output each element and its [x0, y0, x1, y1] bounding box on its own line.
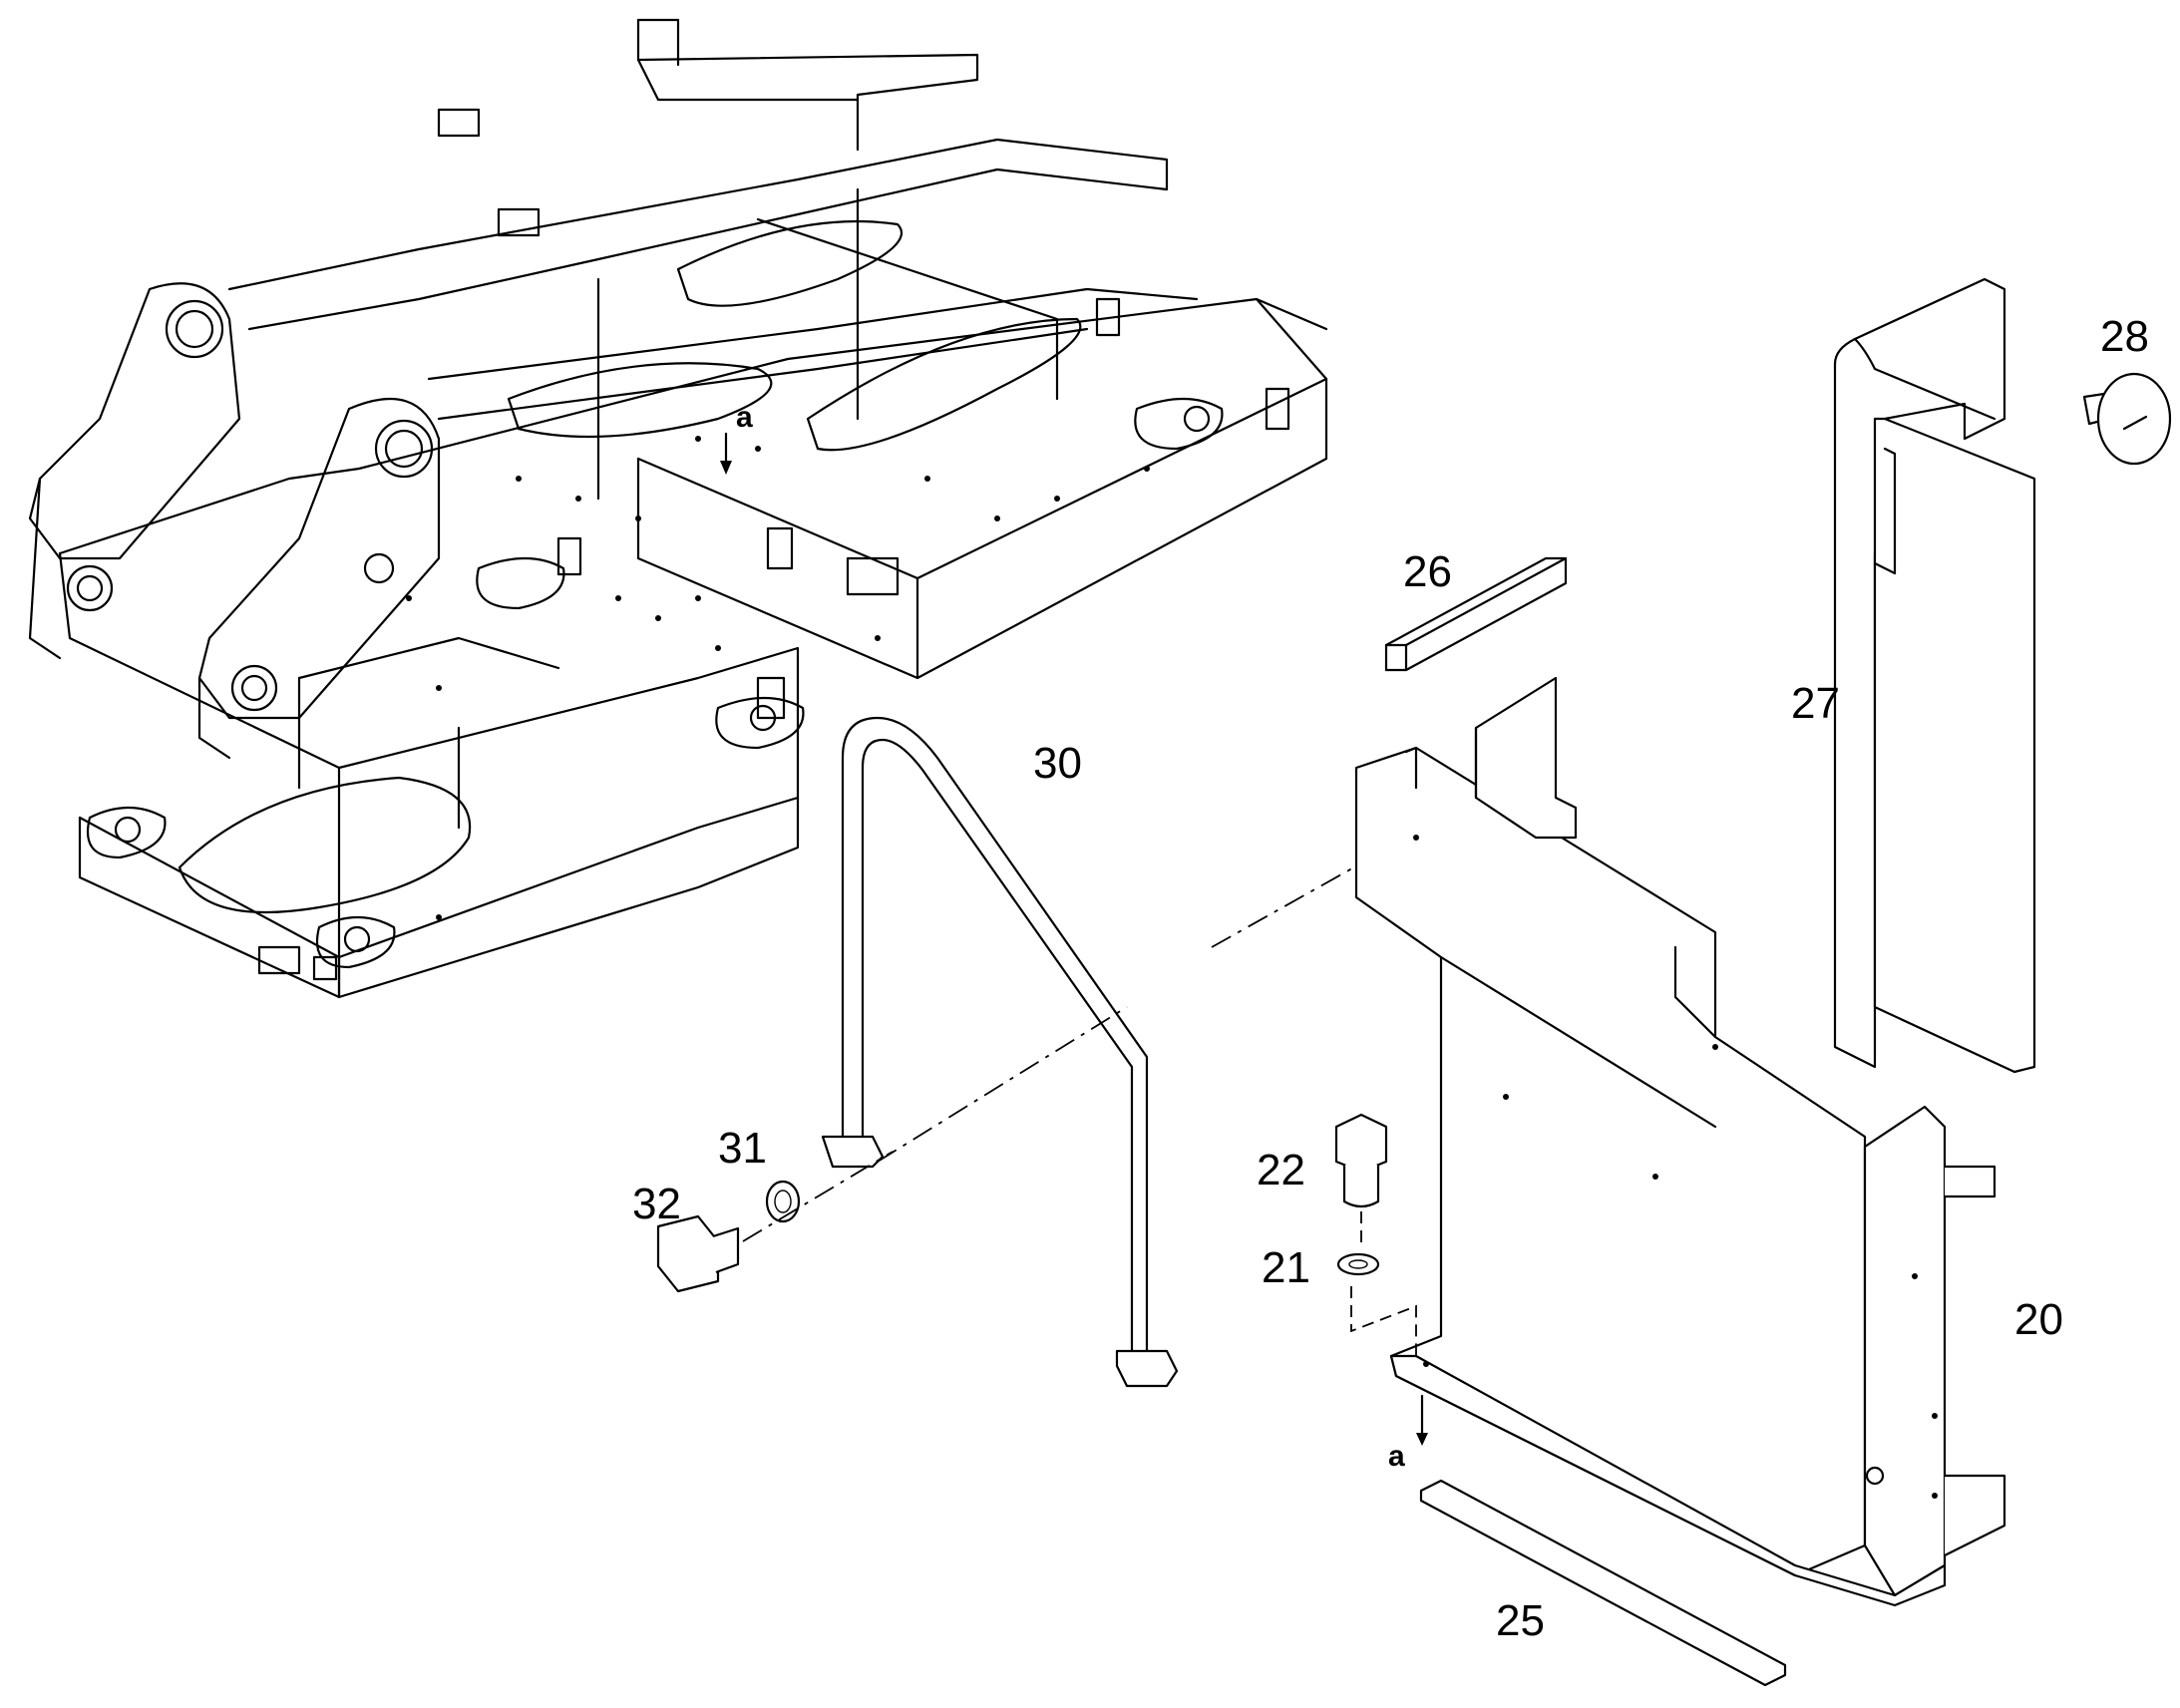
foam-strip-part: [1384, 556, 1568, 672]
callout-28: 28: [2100, 312, 2149, 361]
callout-32: 32: [632, 1180, 681, 1228]
callout-26: 26: [1403, 547, 1452, 596]
callout-22: 22: [1257, 1146, 1305, 1195]
callout-21: 21: [1262, 1243, 1310, 1292]
side-panel-part: a: [1350, 676, 2006, 1607]
callout-31: 31: [718, 1124, 767, 1173]
handrail-part: [821, 716, 1179, 1388]
vertical-cover-part: [1833, 277, 2036, 1074]
callout-30: 30: [1033, 739, 1082, 788]
bolt-and-washer-rail: [656, 1151, 894, 1293]
seal-strip-part: [1419, 1479, 1787, 1687]
machine-frame: a: [28, 18, 1328, 999]
callout-labels: 20 21 22 25 26 27 28 30 31 32: [632, 312, 2149, 1645]
ref-label-a-top: a: [736, 401, 753, 434]
callout-27: 27: [1791, 679, 1840, 728]
plug-cap-part: [2082, 372, 2172, 466]
ref-label-a-bottom: a: [1388, 1440, 1405, 1473]
bolt-and-washer-panel: [1334, 1113, 1388, 1276]
callout-25: 25: [1496, 1596, 1545, 1645]
callout-20: 20: [2014, 1295, 2063, 1344]
